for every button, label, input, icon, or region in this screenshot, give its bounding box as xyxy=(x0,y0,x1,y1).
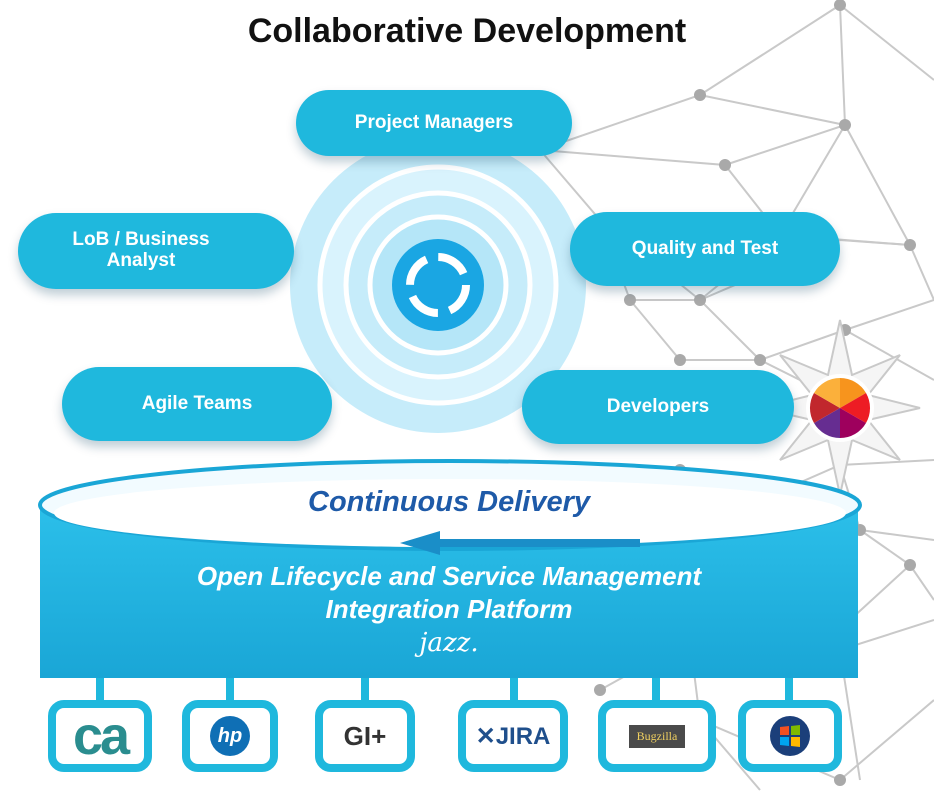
git-logo-text: GI+ xyxy=(343,720,387,751)
bugzilla-logo-text: Bugzilla xyxy=(628,724,686,748)
role-project-managers: Project Managers xyxy=(296,90,572,156)
cycle-arrows-icon xyxy=(406,253,470,317)
role-business-analyst: LoB / Business Analyst xyxy=(18,213,294,289)
jira-logo-text: ✕JIRA xyxy=(475,722,551,750)
platform-title-line-2: Integration Platform xyxy=(325,594,573,624)
role-quality-test: Quality and Test xyxy=(570,212,840,286)
connector-stem xyxy=(785,678,793,700)
platform-title: Open Lifecycle and Service Management In… xyxy=(40,560,858,626)
jazz-brand: jazz. xyxy=(419,628,479,658)
tool-logo-windows xyxy=(738,700,842,772)
continuous-delivery-label: Continuous Delivery xyxy=(308,486,590,518)
tool-logo-hp: hp xyxy=(182,700,278,772)
role-agile-teams: Agile Teams xyxy=(62,367,332,441)
tool-logo-git: GI+ xyxy=(315,700,415,772)
diagram-title: Collaborative Development xyxy=(247,12,687,50)
connector-stem xyxy=(510,678,518,700)
continuous-delivery-ring xyxy=(38,459,862,555)
collaboration-hub xyxy=(290,137,586,433)
windows-icon xyxy=(770,716,810,756)
tool-logo-ca: ca xyxy=(48,700,152,772)
platform-title-line-1: Open Lifecycle and Service Management xyxy=(196,561,702,591)
tool-logo-jira: ✕JIRA xyxy=(458,700,568,772)
connector-stem xyxy=(226,678,234,700)
hp-logo-text: hp xyxy=(210,716,250,756)
color-wheel-logo xyxy=(806,374,874,442)
role-developers: Developers xyxy=(522,370,794,444)
connector-stem xyxy=(652,678,660,700)
connector-stem xyxy=(96,678,104,700)
connector-stem xyxy=(361,678,369,700)
tool-logo-bugzilla: Bugzilla xyxy=(598,700,716,772)
ca-logo-text: ca xyxy=(72,706,130,766)
